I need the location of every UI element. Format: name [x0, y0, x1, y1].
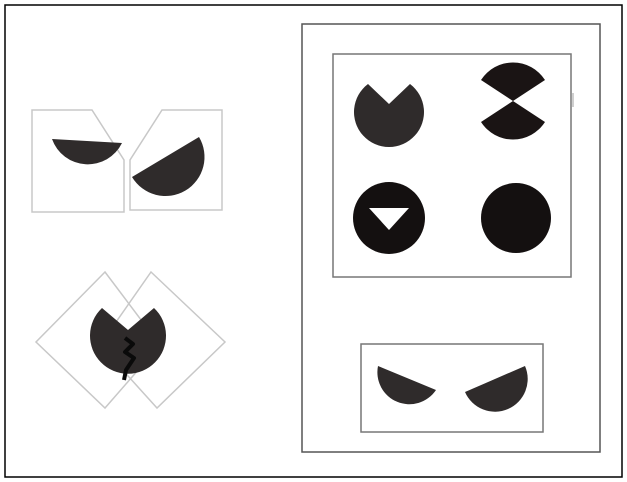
result-pair — [377, 366, 527, 412]
bowtie-disc-icon — [481, 62, 545, 139]
half-disc-icon — [465, 366, 528, 412]
answer-panel — [302, 24, 600, 452]
diamond-pair-figure — [36, 272, 225, 408]
option-a[interactable] — [354, 84, 424, 147]
half-disc-icon — [132, 137, 205, 196]
full-disc-icon — [481, 183, 551, 253]
half-disc-icon — [377, 366, 436, 404]
fold-pair-figure — [32, 110, 222, 212]
pacman-disc-icon — [354, 84, 424, 147]
option-d[interactable] — [481, 183, 551, 253]
option-b[interactable] — [481, 62, 573, 139]
option-c[interactable] — [353, 182, 425, 254]
half-disc-icon — [52, 139, 122, 164]
